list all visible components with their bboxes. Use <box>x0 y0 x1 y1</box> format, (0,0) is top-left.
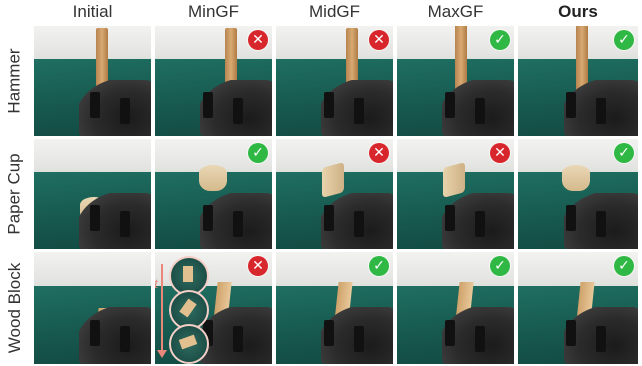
photo-hammer-ours: ✓ <box>518 26 638 136</box>
check-circle-icon: ✓ <box>490 30 510 50</box>
gripper-finger <box>324 320 334 346</box>
gripper-finger <box>566 205 576 231</box>
gripper-finger <box>90 205 100 231</box>
gripper-finger <box>233 98 243 124</box>
photo-paper-cup-ours: ✓ <box>518 139 638 249</box>
gripper-finger <box>475 326 485 352</box>
photo-hammer-midgf: ✕ <box>276 26 393 136</box>
row-label-hammer: Hammer <box>5 48 25 114</box>
gripper-finger <box>203 92 213 118</box>
gripper-finger <box>475 98 485 124</box>
check-circle-icon: ✓ <box>614 143 634 163</box>
photo-wood-block-maxgf: ✓ <box>397 252 514 364</box>
background-wall <box>34 139 151 179</box>
gripper-finger <box>233 211 243 237</box>
photo-wood-block-initial <box>34 252 151 364</box>
photo-wood-block-ours: ✓ <box>518 252 638 364</box>
gripper-finger <box>90 92 100 118</box>
gripper-finger <box>596 326 606 352</box>
photo-paper-cup-maxgf: ✕ <box>397 139 514 249</box>
gripper-finger <box>203 205 213 231</box>
check-circle-icon: ✓ <box>248 143 268 163</box>
gripper-finger <box>354 326 364 352</box>
photo-paper-cup-initial <box>34 139 151 249</box>
photo-hammer-mingf: ✕ <box>155 26 272 136</box>
photo-hammer-initial <box>34 26 151 136</box>
time-lapse-inset <box>169 256 209 296</box>
gripper-finger <box>120 98 130 124</box>
photo-paper-cup-mingf: ✓ <box>155 139 272 249</box>
x-circle-icon: ✕ <box>490 143 510 163</box>
x-circle-icon: ✕ <box>369 30 389 50</box>
x-circle-icon: ✕ <box>248 30 268 50</box>
check-circle-icon: ✓ <box>369 256 389 276</box>
column-header-mingf: MinGF <box>188 2 239 21</box>
row-label-paper-cup: Paper Cup <box>5 153 24 235</box>
photo-hammer-maxgf: ✓ <box>397 26 514 136</box>
time-label: t <box>155 276 158 293</box>
time-lapse-inset <box>169 324 209 364</box>
gripper-finger <box>354 211 364 237</box>
gripper-finger <box>445 320 455 346</box>
check-circle-icon: ✓ <box>614 30 634 50</box>
column-header-maxgf: MaxGF <box>427 2 484 21</box>
background-wall <box>34 26 151 66</box>
row-label-wood-block: Wood Block <box>5 262 24 354</box>
time-arrow <box>157 264 167 358</box>
gripper-finger <box>445 92 455 118</box>
column-header-initial: Initial <box>72 2 113 21</box>
gripper-finger <box>566 320 576 346</box>
paper-cup <box>562 165 590 191</box>
gripper-finger <box>203 320 213 346</box>
gripper-finger <box>233 326 243 352</box>
gripper-finger <box>445 205 455 231</box>
photo-wood-block-midgf: ✓ <box>276 252 393 364</box>
gripper-finger <box>596 98 606 124</box>
check-circle-icon: ✓ <box>614 256 634 276</box>
check-circle-icon: ✓ <box>490 256 510 276</box>
photo-paper-cup-midgf: ✕ <box>276 139 393 249</box>
x-circle-icon: ✕ <box>369 143 389 163</box>
column-header-ours: Ours <box>558 2 598 21</box>
gripper-finger <box>120 326 130 352</box>
gripper-finger <box>324 92 334 118</box>
x-circle-icon: ✕ <box>248 256 268 276</box>
paper-cup <box>199 165 227 191</box>
gripper-finger <box>566 92 576 118</box>
gripper-finger <box>354 98 364 124</box>
wood-block-thumbnail <box>179 298 197 318</box>
gripper-finger <box>120 211 130 237</box>
gripper-finger <box>324 205 334 231</box>
photo-wood-block-mingf: ✕t <box>155 252 272 364</box>
wood-block-thumbnail <box>183 266 193 282</box>
gripper-finger <box>596 211 606 237</box>
gripper-finger <box>475 211 485 237</box>
gripper-finger <box>90 320 100 346</box>
wood-block-thumbnail <box>178 334 198 350</box>
column-header-midgf: MidGF <box>309 2 360 21</box>
